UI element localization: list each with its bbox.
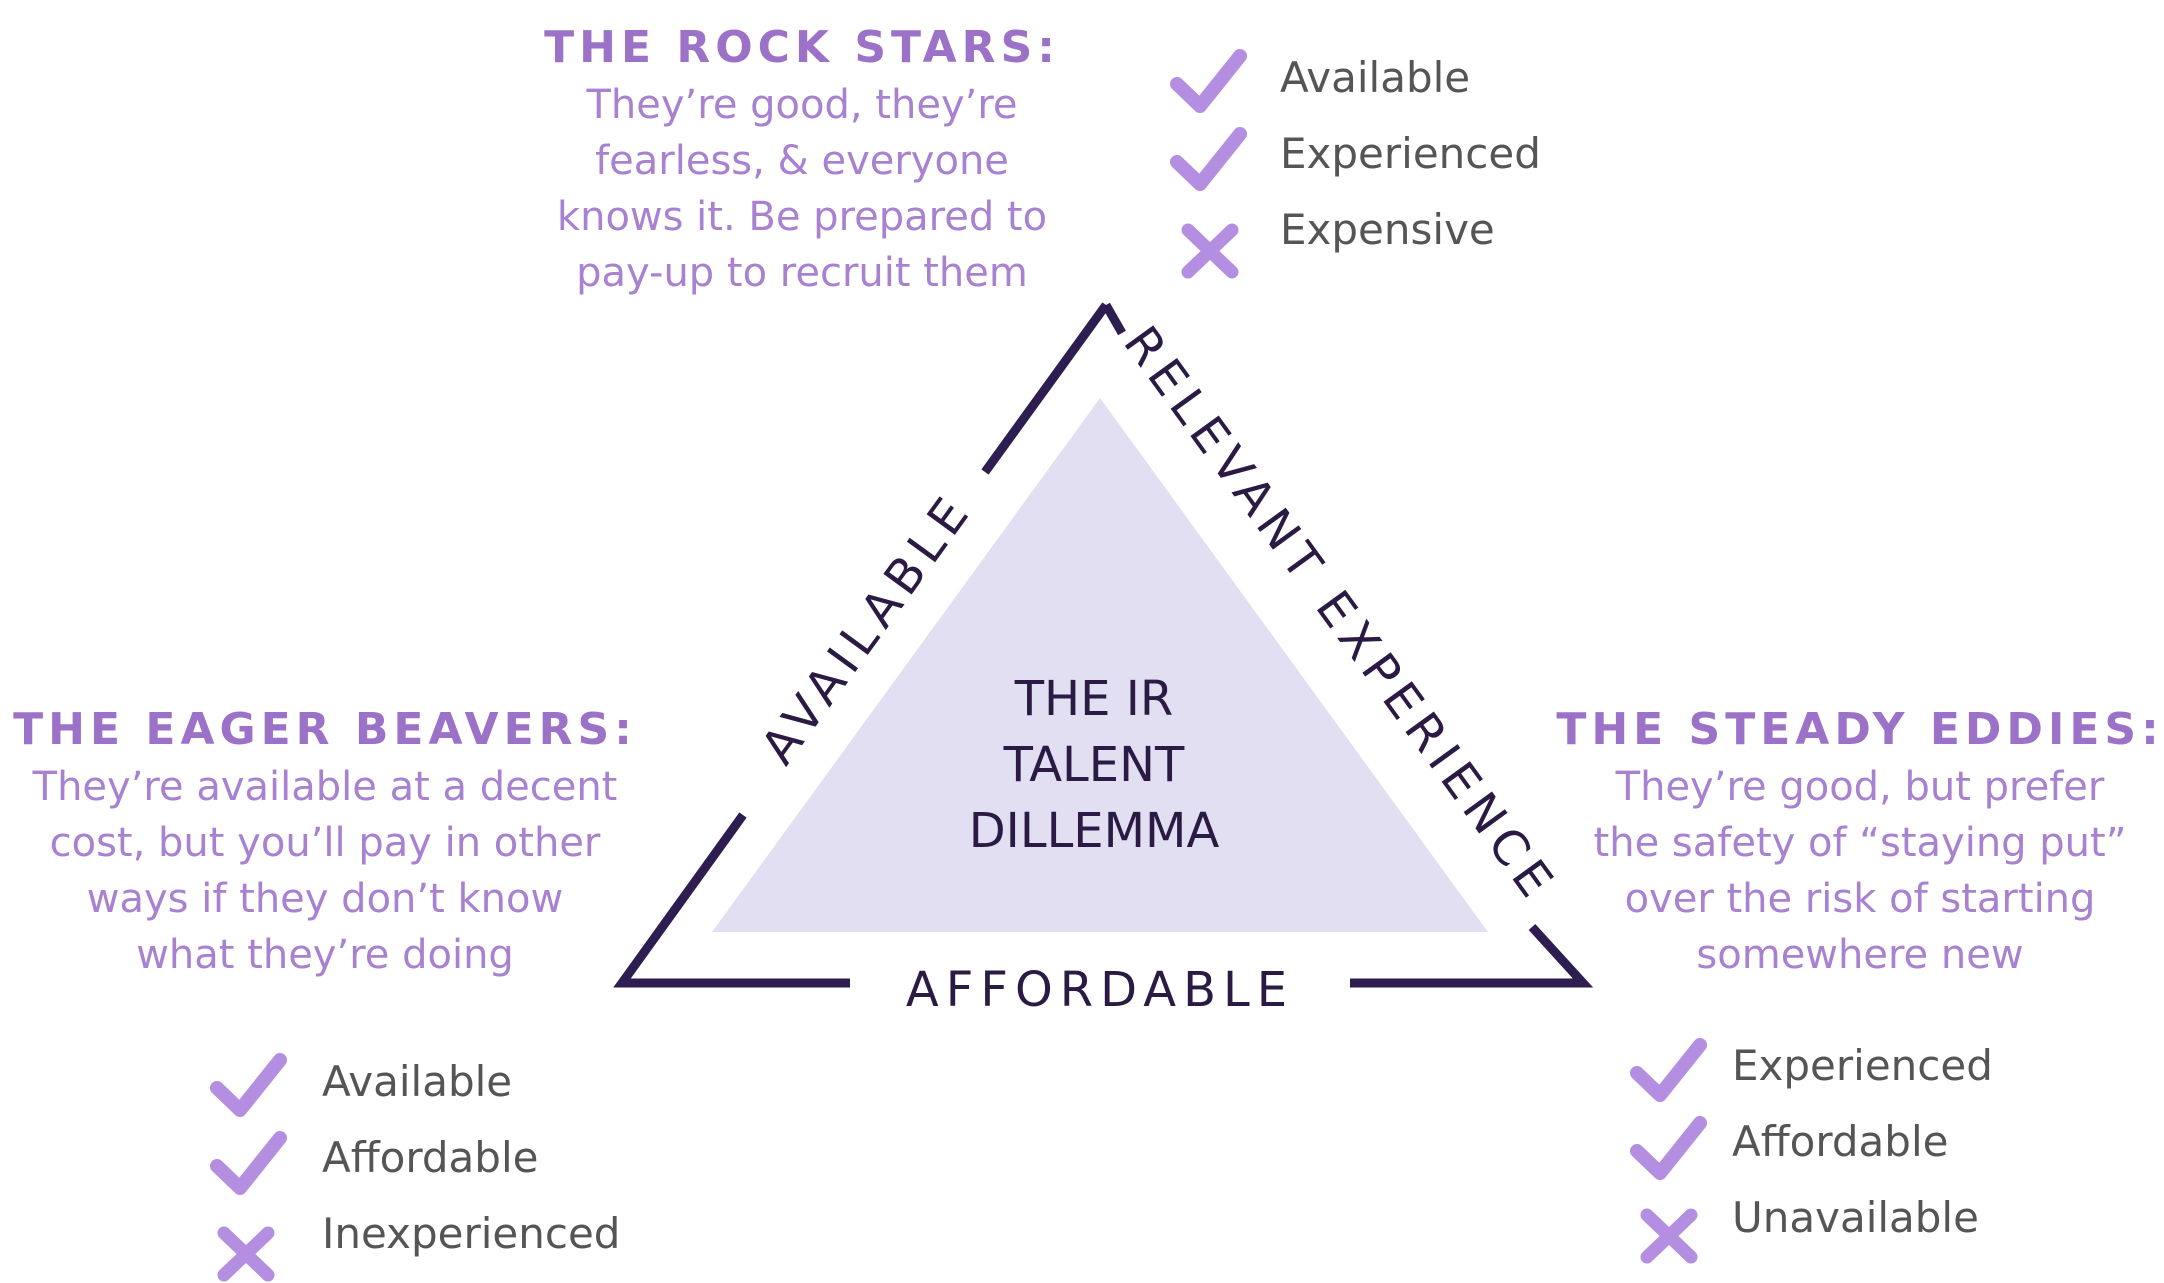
center-title-line-1: THE IR [1014, 671, 1174, 727]
steady-eddies-desc-line-4: somewhere new [1696, 932, 2023, 978]
eager-beavers-title: THE EAGER BEAVERS: [13, 704, 637, 755]
eager-beavers-item-inexperienced: Inexperienced [322, 1209, 620, 1258]
eager-beavers-list: Available Affordable Inexperienced [210, 1053, 620, 1282]
check-icon [1170, 49, 1247, 113]
rock-stars-item-experienced: Experienced [1280, 129, 1541, 178]
eager-beavers-item-available: Available [322, 1057, 512, 1106]
check-icon [210, 1131, 287, 1195]
check-icon [1630, 1116, 1707, 1180]
center-title: THE IR TALENT DILLEMMA [969, 671, 1220, 859]
rock-stars-desc-line-3: knows it. Be prepared to [557, 194, 1047, 240]
rock-stars-title: THE ROCK STARS: [544, 22, 1060, 73]
steady-eddies-desc-line-1: They’re good, but prefer [1615, 764, 2105, 810]
outline-top-right-segment [1102, 302, 1126, 336]
rock-stars-desc-line-1: They’re good, they’re [585, 82, 1017, 128]
center-title-line-3: DILLEMMA [969, 803, 1220, 859]
steady-eddies-list: Experienced Affordable Unavailable [1630, 1038, 1993, 1264]
eager-beavers-block: THE EAGER BEAVERS: They’re available at … [13, 704, 637, 978]
x-icon [217, 1226, 275, 1282]
steady-eddies-item-affordable: Affordable [1732, 1117, 1948, 1166]
rock-stars-block: THE ROCK STARS: They’re good, they’re fe… [544, 22, 1060, 296]
rock-stars-item-expensive: Expensive [1280, 205, 1495, 254]
steady-eddies-desc-line-3: over the risk of starting [1625, 876, 2096, 922]
eager-beavers-desc-line-2: cost, but you’ll pay in other [50, 820, 601, 866]
rock-stars-item-available: Available [1280, 53, 1470, 102]
eager-beavers-item-affordable: Affordable [322, 1133, 538, 1182]
check-icon [1170, 127, 1247, 191]
rock-stars-desc-line-4: pay-up to recruit them [576, 250, 1028, 296]
steady-eddies-item-experienced: Experienced [1732, 1041, 1993, 1090]
x-icon [1181, 223, 1239, 279]
steady-eddies-title: THE STEADY EDDIES: [1556, 704, 2163, 755]
outline-top-left-segment [981, 302, 1110, 475]
check-icon [210, 1053, 287, 1117]
eager-beavers-desc-line-1: They’re available at a decent [32, 764, 618, 810]
steady-eddies-item-unavailable: Unavailable [1732, 1193, 1979, 1242]
steady-eddies-desc-line-2: the safety of “staying put” [1594, 820, 2127, 866]
center-title-line-2: TALENT [1003, 737, 1185, 793]
eager-beavers-desc-line-4: what they’re doing [136, 932, 514, 978]
x-icon [1640, 1208, 1698, 1264]
edge-label-affordable: AFFORDABLE [906, 962, 1294, 1018]
inner-triangle [712, 398, 1488, 932]
check-icon [1630, 1038, 1707, 1102]
rock-stars-desc-line-2: fearless, & everyone [595, 138, 1009, 184]
eager-beavers-desc-line-3: ways if they don’t know [87, 876, 563, 922]
outline-right-lower-segment [1350, 923, 1594, 988]
rock-stars-list: Available Experienced Expensive [1170, 49, 1541, 279]
steady-eddies-block: THE STEADY EDDIES: They’re good, but pre… [1556, 704, 2163, 978]
outline-left-lower-segment [613, 812, 850, 988]
triangle-outline [613, 302, 1594, 988]
